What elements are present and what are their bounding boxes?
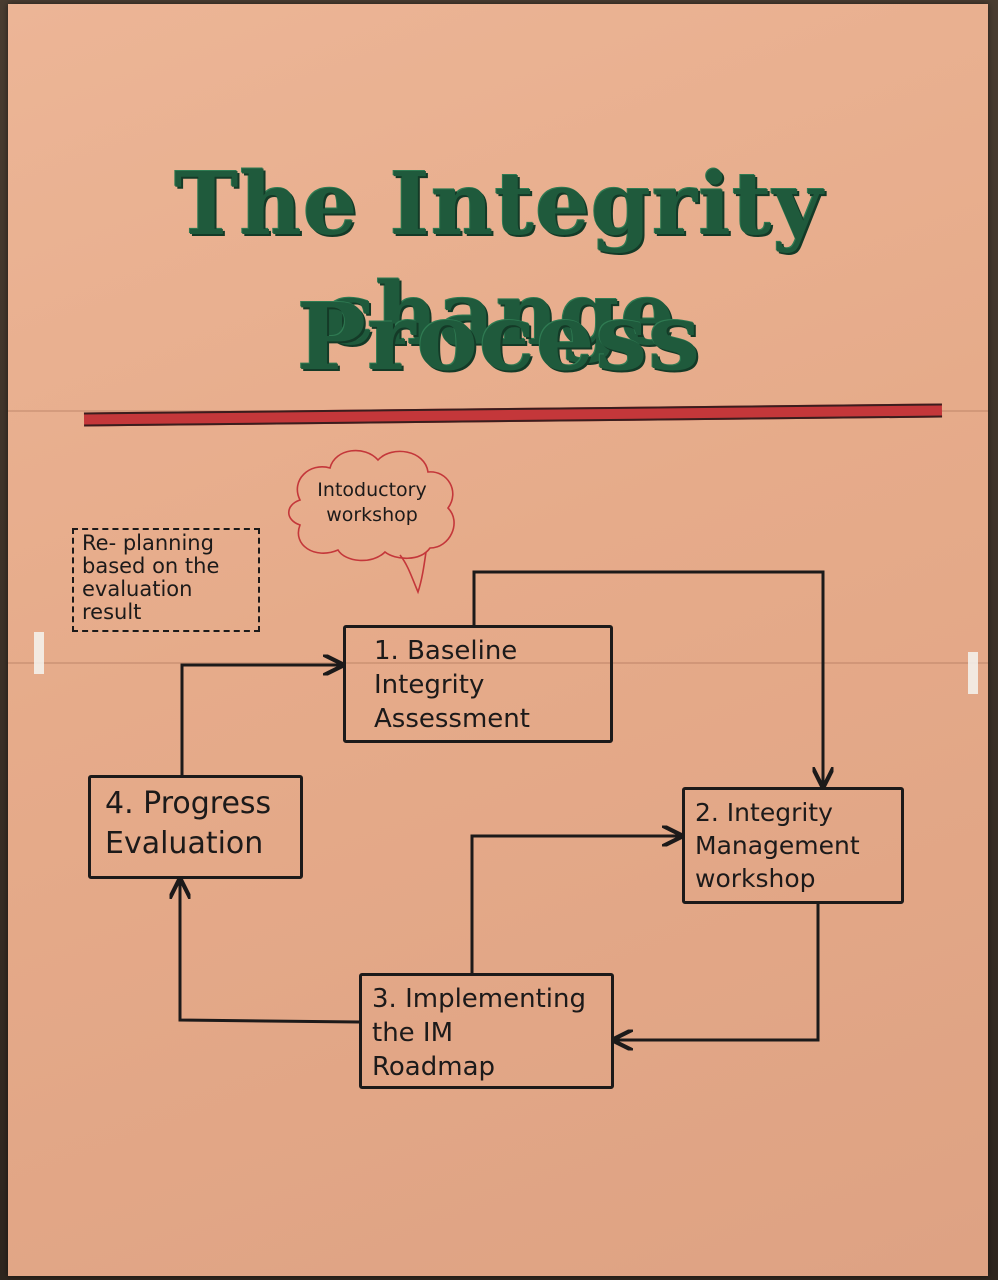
- replanning-note: Re- planning based on the evaluation res…: [72, 528, 260, 632]
- step-2-workshop-box: 2. Integrity Management workshop: [682, 787, 904, 904]
- intro-cloud-tail: [399, 551, 427, 595]
- poster-title-line-1: The Integrity change: [174, 154, 824, 365]
- arrow-step3-to-step2: [470, 836, 679, 973]
- arrow-step4-to-step1: [180, 665, 340, 775]
- tape-strip-left: [34, 632, 44, 674]
- step-4-evaluation-box: 4. Progress Evaluation: [88, 775, 303, 879]
- intro-cloud-shape: [287, 449, 455, 562]
- arrow-step3-to-step4: [180, 882, 360, 1024]
- tape-strip-right: [968, 652, 978, 694]
- poster-title-line-2: Process: [296, 283, 702, 391]
- arrow-step2-to-step3: [616, 904, 820, 1040]
- intro-workshop-label: Intoductory workshop: [317, 479, 427, 526]
- step-1-baseline-box: 1. Baseline Integrity Assessment: [343, 625, 613, 743]
- arrow-step1-to-step2: [472, 570, 823, 784]
- poster-paper: [8, 4, 988, 1276]
- paper-fold-line: [8, 662, 988, 664]
- step-3-implementing-box: 3. Implementing the IM Roadmap: [359, 973, 614, 1089]
